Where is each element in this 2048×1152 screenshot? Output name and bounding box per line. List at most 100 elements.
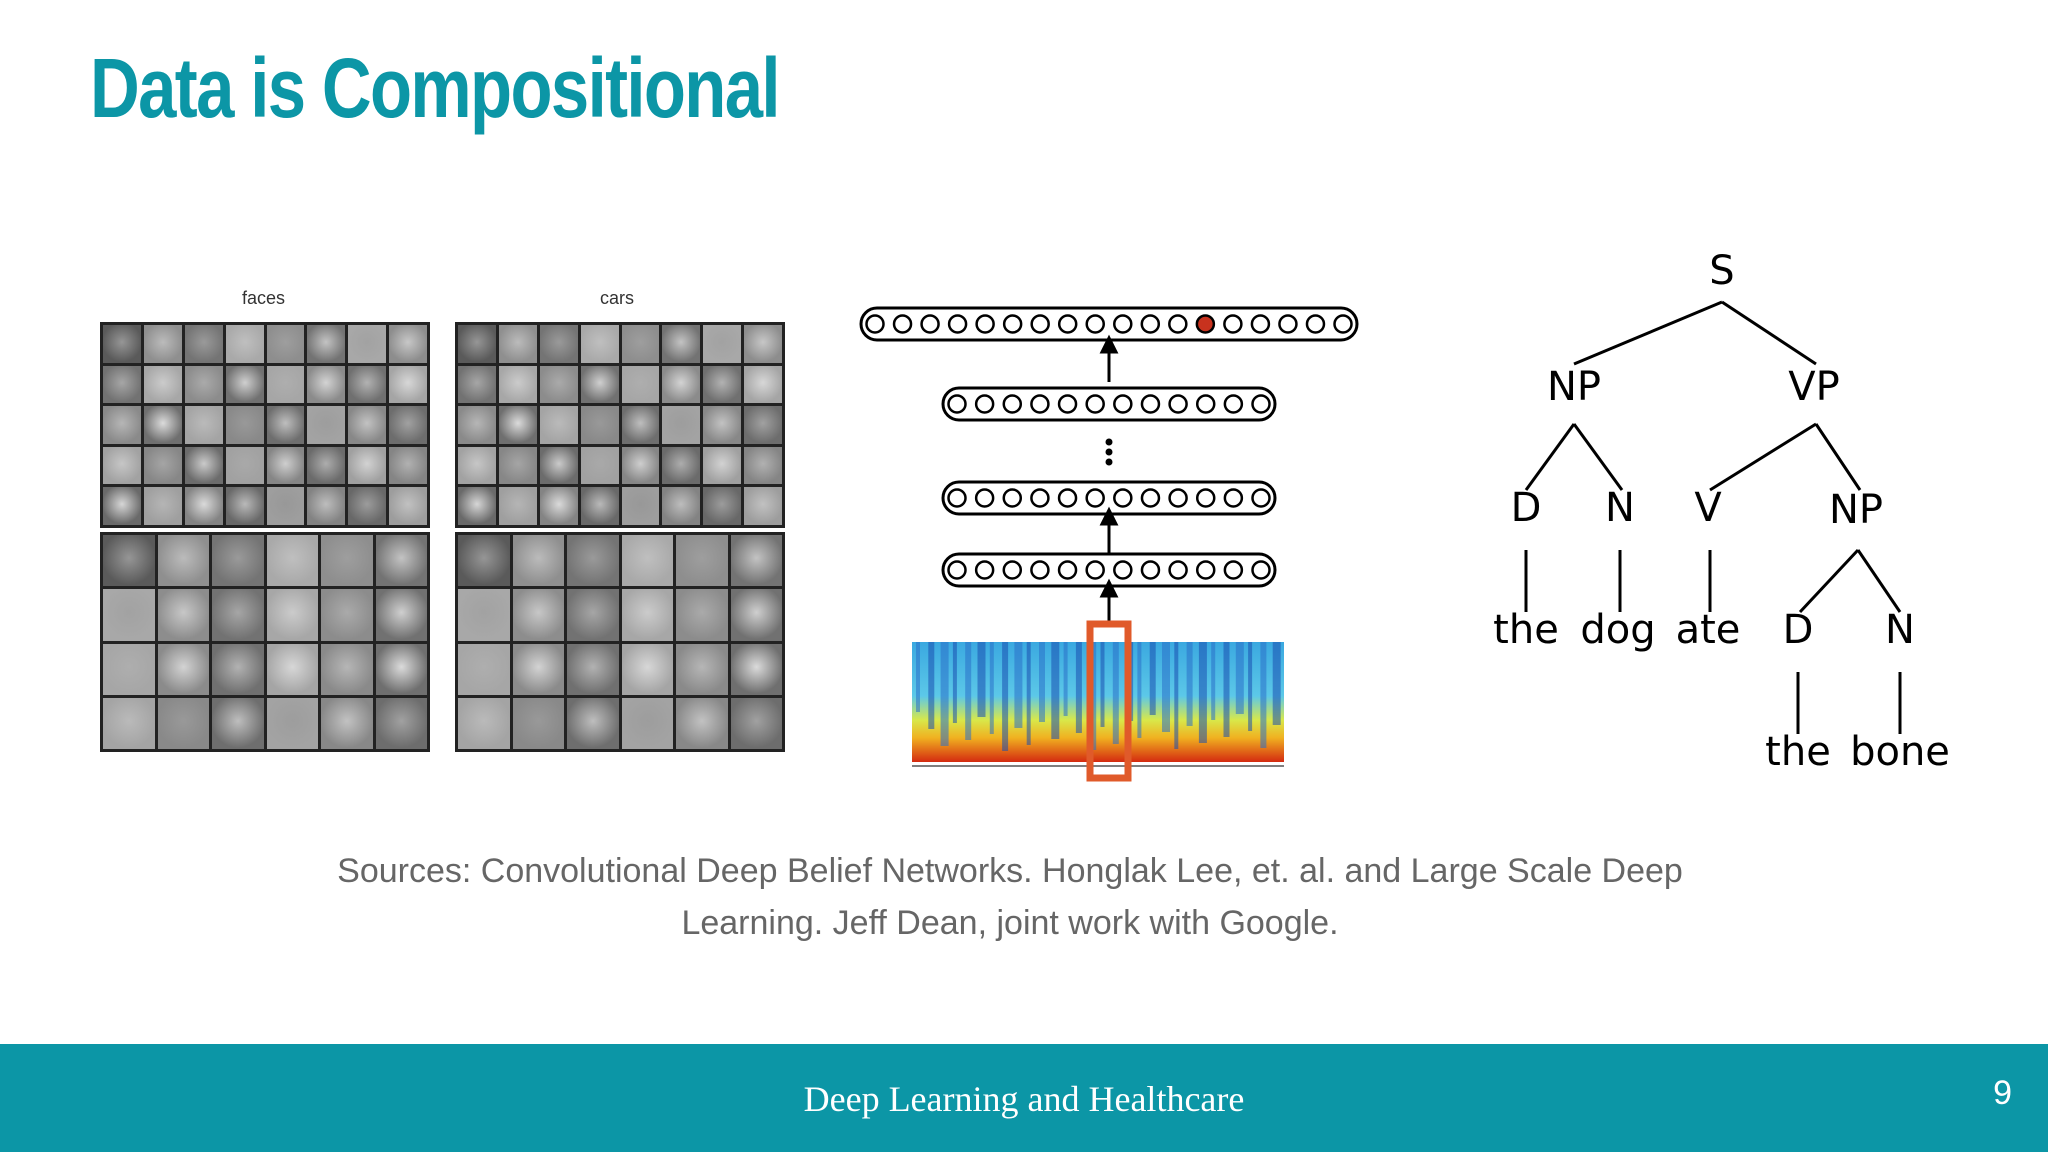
feature-tile (498, 487, 537, 525)
feature-tile (580, 406, 619, 444)
network-unit (1057, 560, 1078, 580)
network-unit (947, 394, 967, 414)
network-unit (1030, 314, 1050, 334)
feature-tile (567, 697, 619, 749)
active-unit (1195, 314, 1216, 334)
feature-tile (103, 487, 141, 525)
tree-word-dog: dog (1580, 607, 1655, 653)
network-unit (920, 314, 940, 334)
tree-node-d: D (1511, 485, 1542, 531)
network-unit (1223, 488, 1244, 508)
network-unit (1140, 560, 1161, 580)
feature-tile (621, 535, 673, 587)
tree-word-the-object: the (1765, 729, 1831, 775)
feature-tile (703, 325, 742, 363)
feature-tile (184, 406, 223, 444)
feature-tile (662, 325, 701, 363)
feature-tile (730, 697, 782, 749)
network-unit (1223, 314, 1243, 334)
spectrogram-band (1162, 642, 1170, 732)
feature-tile (458, 487, 496, 525)
feature-tile (539, 325, 578, 363)
feature-tile (458, 643, 510, 695)
spectrogram-band (1039, 642, 1045, 722)
feature-tile (662, 487, 701, 525)
spectrogram-band (1186, 642, 1193, 726)
network-unit (1030, 560, 1050, 580)
feature-tile (225, 446, 264, 485)
faces-object-features-grid (100, 532, 430, 752)
network-unit (1140, 488, 1161, 508)
feature-tile (103, 643, 155, 695)
network-unit (1113, 560, 1133, 580)
feature-tile (567, 535, 619, 587)
network-unit (1057, 394, 1078, 414)
feature-tile (498, 446, 537, 485)
tree-node-n-object: N (1885, 607, 1915, 653)
tree-edges (1524, 300, 1902, 734)
network-unit (947, 560, 967, 580)
feature-tile (458, 697, 510, 749)
feature-tile (580, 365, 619, 404)
feature-tile (621, 406, 660, 444)
tree-word-the: the (1493, 607, 1559, 653)
spectrogram-band (1149, 642, 1156, 715)
feature-tile (103, 535, 155, 587)
spectrogram-band (1075, 642, 1082, 733)
network-unit (1223, 394, 1244, 414)
spectrogram-band (1026, 642, 1031, 745)
feature-tile (348, 487, 387, 525)
feature-tile (539, 406, 578, 444)
tree-word-ate: ate (1676, 607, 1741, 653)
feature-tile (157, 643, 209, 695)
feature-tile (157, 697, 209, 749)
feature-tile (389, 487, 427, 525)
feature-tile (567, 589, 619, 641)
feature-tile (512, 589, 564, 641)
feature-tile (184, 365, 223, 404)
spectrogram-band (928, 642, 935, 729)
feature-tile (157, 535, 209, 587)
feature-tile (498, 406, 537, 444)
feature-tile (157, 589, 209, 641)
feature-tile (348, 446, 387, 485)
feature-tile (321, 535, 373, 587)
feature-tile (375, 589, 427, 641)
network-unit (1250, 314, 1271, 334)
spectrogram-band (1211, 642, 1216, 720)
network-unit (1333, 314, 1353, 334)
feature-tile (458, 589, 510, 641)
parse-tree-figure: S NP VP D N V NP the dog ate D N the bon… (1493, 248, 1950, 775)
spectrogram-band (1174, 642, 1179, 749)
feature-tile (212, 535, 264, 587)
network-unit (1113, 488, 1133, 508)
network-unit (1002, 488, 1023, 508)
feature-tile (539, 446, 578, 485)
feature-tile (103, 446, 141, 485)
cars-label: cars (600, 288, 635, 308)
network-unit (1251, 560, 1271, 580)
network-layers (859, 306, 1359, 588)
network-unit (1057, 488, 1078, 508)
feature-tile (348, 365, 387, 404)
network-unit (1305, 314, 1326, 334)
spectrogram-band (977, 642, 986, 717)
tree-node-n: N (1605, 485, 1635, 531)
feature-tile (662, 446, 701, 485)
feature-tile (744, 406, 782, 444)
spectrogram-band (1223, 642, 1230, 737)
network-unit (1168, 394, 1188, 414)
feature-tile (621, 589, 673, 641)
feature-tile (266, 487, 305, 525)
spectrogram-band (940, 642, 949, 746)
feature-tile (539, 365, 578, 404)
speech-network-figure (859, 306, 1359, 782)
network-unit (1251, 394, 1271, 414)
tree-node-v: V (1694, 485, 1722, 531)
feature-tile (744, 325, 782, 363)
feature-tile (184, 487, 223, 525)
feature-tile (375, 535, 427, 587)
feature-tile (225, 365, 264, 404)
network-unit (975, 314, 995, 334)
page-number: 9 (1993, 1074, 2012, 1112)
